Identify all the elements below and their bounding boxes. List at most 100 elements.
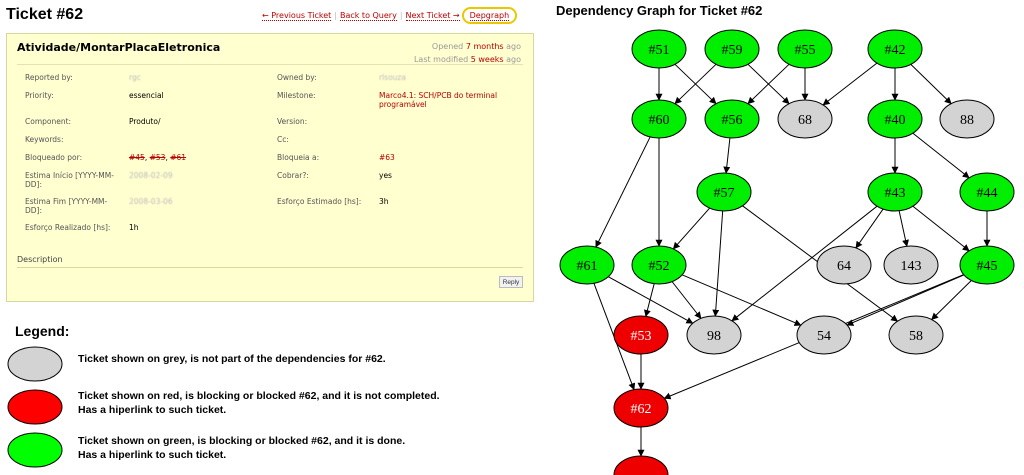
next-ticket-link[interactable]: Next Ticket → — [405, 11, 460, 21]
blocked-by-link-61[interactable]: #61 — [170, 153, 187, 162]
graph-node-62[interactable]: #62 — [613, 388, 669, 428]
modified-suffix: ago — [506, 55, 521, 64]
ticket-box: Atividade/MontarPlacaEletronica Opened 7… — [6, 33, 534, 302]
opened-link[interactable]: 7 months — [465, 42, 504, 51]
graph-node-43[interactable]: #43 — [867, 172, 923, 212]
graph-node-63[interactable] — [613, 455, 669, 475]
esforco-realizado-label: Esforço Realizado [hs]: — [25, 223, 111, 232]
modified-link[interactable]: 5 weeks — [470, 55, 504, 64]
graph-node-label-64: 64 — [837, 259, 851, 274]
legend-green-line2: Has a hiperlink to such ticket. — [78, 449, 227, 461]
graph-node-shape-68 — [777, 99, 833, 139]
graph-node-shape-62[interactable] — [613, 388, 669, 428]
owned-by-label: Owned by: — [277, 73, 317, 82]
graph-node-label-60: #60 — [649, 113, 670, 128]
graph-node-61[interactable]: #61 — [559, 245, 615, 285]
graph-title: Dependency Graph for Ticket #62 — [556, 3, 763, 18]
edge-52-to-98 — [671, 281, 702, 319]
graph-node-shape-59[interactable] — [704, 29, 760, 69]
modified-date: Last modified 5 weeks ago — [414, 53, 521, 66]
graph-node-label-44: #44 — [977, 186, 998, 201]
legend-green-swatch — [7, 432, 63, 468]
esforco-estimado-label: Esforço Estimado [hs]: — [277, 197, 362, 206]
graph-node-40[interactable]: #40 — [867, 99, 923, 139]
reported-by-label: Reported by: — [25, 73, 73, 82]
graph-node-55[interactable]: #55 — [777, 29, 833, 69]
graph-node-shape-53[interactable] — [613, 315, 669, 355]
legend-title: Legend: — [15, 323, 70, 339]
blocked-by-link-45[interactable]: #45 — [129, 153, 145, 162]
legend-swatches — [7, 346, 63, 468]
graph-node-64: 64 — [816, 245, 872, 285]
bloqueia-label: Bloqueia a: — [277, 153, 320, 162]
bloqueado-label: Bloqueado por: — [25, 153, 83, 162]
blocked-by-link-53[interactable]: #53 — [149, 153, 166, 162]
graph-node-60[interactable]: #60 — [631, 99, 687, 139]
graph-node-shape-44[interactable] — [959, 172, 1015, 212]
cobrar-label: Cobrar?: — [277, 171, 309, 180]
graph-node-label-98: 98 — [707, 329, 721, 344]
graph-node-label-51: #51 — [649, 43, 670, 58]
legend-red-line1: Ticket shown on red, is blocking or bloc… — [78, 390, 440, 402]
graph-node-label-40: #40 — [885, 113, 906, 128]
graph-node-shape-58 — [888, 315, 944, 355]
ticket-summary: Atividade/MontarPlacaEletronica — [17, 41, 221, 54]
graph-node-52[interactable]: #52 — [631, 245, 687, 285]
edge-55-to-56 — [747, 63, 790, 105]
component-label: Component: — [25, 117, 72, 126]
legend-red-swatch — [7, 389, 63, 425]
graph-node-label-88: 88 — [960, 113, 974, 128]
blocks-link-63[interactable]: #63 — [379, 153, 395, 162]
back-to-query-link[interactable]: Back to Query — [339, 11, 397, 21]
graph-node-42[interactable]: #42 — [867, 29, 923, 69]
milestone-link[interactable]: Marco4.1: SCH/PCB do terminal programáve… — [379, 91, 498, 109]
graph-node-label-56: #56 — [722, 113, 743, 128]
graph-node-143: 143 — [883, 245, 939, 285]
legend-green-text: Ticket shown on green, is blocking or bl… — [78, 434, 405, 462]
graph-node-shape-57[interactable] — [696, 172, 752, 212]
graph-node-57[interactable]: #57 — [696, 172, 752, 212]
graph-node-shape-61[interactable] — [559, 245, 615, 285]
graph-node-98: 98 — [686, 315, 742, 355]
graph-node-58: 58 — [888, 315, 944, 355]
graph-node-label-55: #55 — [795, 43, 816, 58]
edge-57-to-98 — [712, 210, 724, 317]
graph-node-shape-56[interactable] — [704, 99, 760, 139]
graph-node-59[interactable]: #59 — [704, 29, 760, 69]
estima-inicio-value: 2008-02-09 — [129, 171, 173, 180]
edge-52-to-53 — [643, 283, 655, 317]
legend-grey-swatch — [7, 346, 63, 382]
graph-node-shape-51[interactable] — [631, 29, 687, 69]
version-label: Version: — [277, 117, 308, 126]
graph-node-56[interactable]: #56 — [704, 99, 760, 139]
previous-ticket-link[interactable]: ← Previous Ticket — [262, 11, 332, 21]
bloqueado-values: #45, #53, #61 — [129, 153, 187, 162]
depgraph-link[interactable]: Depgraph — [469, 11, 510, 21]
graph-node-shape-143 — [883, 245, 939, 285]
graph-node-label-52: #52 — [649, 259, 670, 274]
esforco-realizado-value: 1h — [129, 223, 139, 232]
milestone-label: Milestone: — [277, 91, 316, 100]
cobrar-value: yes — [379, 171, 392, 180]
reply-button[interactable]: Reply — [499, 276, 523, 288]
graph-node-label-43: #43 — [885, 186, 906, 201]
graph-node-shape-55[interactable] — [777, 29, 833, 69]
graph-node-shape-60[interactable] — [631, 99, 687, 139]
opened-prefix: Opened — [431, 42, 464, 51]
graph-node-shape-42[interactable] — [867, 29, 923, 69]
graph-node-label-42: #42 — [885, 43, 906, 58]
graph-node-54: 54 — [796, 315, 852, 355]
graph-node-51[interactable]: #51 — [631, 29, 687, 69]
graph-node-44[interactable]: #44 — [959, 172, 1015, 212]
graph-node-53[interactable]: #53 — [613, 315, 669, 355]
graph-node-label-143: 143 — [901, 259, 922, 274]
owned-by-value: rlsouza — [379, 73, 406, 82]
graph-node-45[interactable]: #45 — [959, 245, 1015, 285]
graph-node-label-45: #45 — [977, 259, 998, 274]
graph-node-shape-52[interactable] — [631, 245, 687, 285]
keywords-label: Keywords: — [25, 135, 64, 144]
graph-node-shape-43[interactable] — [867, 172, 923, 212]
graph-node-shape-45[interactable] — [959, 245, 1015, 285]
graph-node-shape-40[interactable] — [867, 99, 923, 139]
graph-node-shape-63[interactable] — [613, 455, 669, 475]
